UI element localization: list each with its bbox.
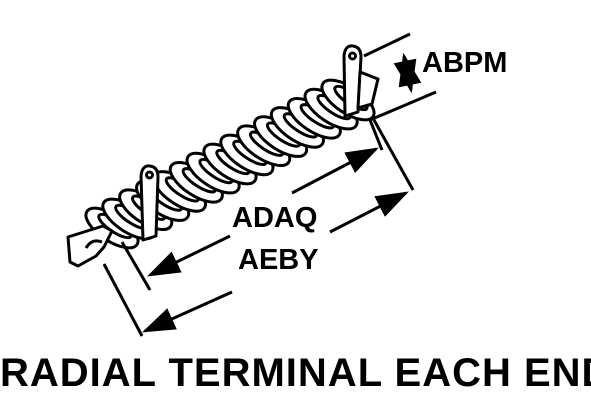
abpm-arrow	[393, 52, 422, 94]
abpm-extension-line-top	[363, 32, 411, 58]
adaq-label: ADAQ	[232, 202, 317, 234]
adaq-extension-line-right	[368, 119, 384, 151]
adaq-arrow-left	[147, 234, 231, 277]
right-radial-terminal	[342, 44, 363, 118]
diagram-caption: RADIAL TERMINAL EACH END	[0, 351, 591, 395]
aeby-label: AEBY	[238, 244, 319, 276]
abpm-extension-line-bottom	[369, 90, 437, 122]
adaq-arrow-right	[291, 147, 379, 195]
aeby-extension-line-left	[102, 263, 144, 337]
adaq-extension-line-left	[120, 241, 152, 291]
right-end-tab	[356, 70, 380, 110]
left-end-tab	[66, 224, 114, 268]
aeby-dimension	[102, 119, 415, 337]
abpm-label: ABPM	[422, 47, 507, 79]
left-radial-terminal	[139, 164, 160, 242]
adaq-dimension	[120, 119, 384, 291]
aeby-arrow-right	[329, 191, 409, 234]
aeby-extension-line-right	[372, 119, 415, 191]
aeby-arrow-left	[141, 290, 233, 333]
abpm-dimension	[363, 32, 437, 122]
